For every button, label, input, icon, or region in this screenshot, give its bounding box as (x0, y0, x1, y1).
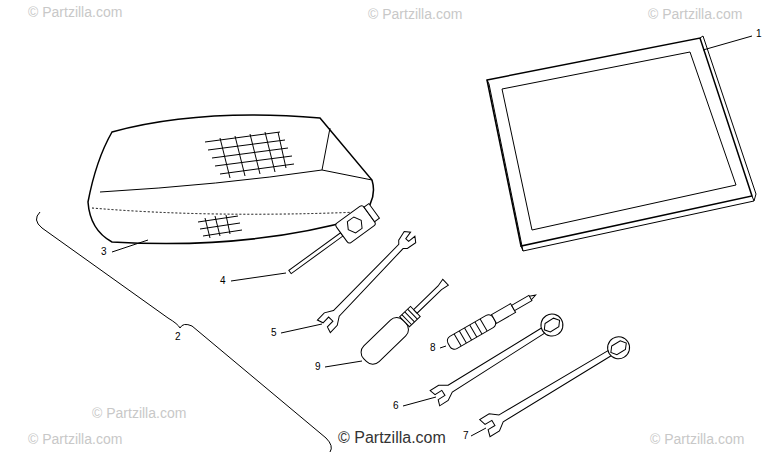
watermark: © Partzilla.com (92, 406, 186, 420)
watermark: © Partzilla.com (648, 7, 742, 21)
leader-line (112, 240, 148, 252)
socket-spanner (283, 201, 381, 282)
tool-pouch (88, 115, 374, 244)
watermark: © Partzilla.com (338, 430, 446, 446)
callout-number: 5 (271, 328, 277, 338)
screwdriver (357, 274, 453, 368)
leader-line (471, 428, 486, 436)
leader-line (231, 273, 286, 281)
watermark: © Partzilla.com (28, 432, 122, 446)
callout-number: 4 (220, 276, 226, 286)
callout-number: 3 (101, 247, 107, 257)
watermark: © Partzilla.com (650, 432, 744, 446)
callout-number: 9 (315, 362, 321, 372)
callout-number: 2 (175, 332, 181, 342)
leader-line (281, 324, 322, 333)
manual-book (487, 36, 756, 251)
leader-line (325, 361, 362, 367)
open-end-wrench (317, 228, 419, 333)
combination-wrench (479, 333, 633, 438)
callout-number: 1 (756, 29, 762, 39)
leader-line (703, 36, 752, 50)
leader-line (440, 346, 446, 348)
watermark: © Partzilla.com (368, 7, 462, 21)
callout-number: 7 (463, 431, 469, 441)
callout-number: 6 (393, 401, 399, 411)
group-bracket (36, 212, 331, 452)
leader-line (403, 397, 436, 406)
callout-number: 8 (430, 343, 436, 353)
watermark: © Partzilla.com (28, 5, 122, 19)
